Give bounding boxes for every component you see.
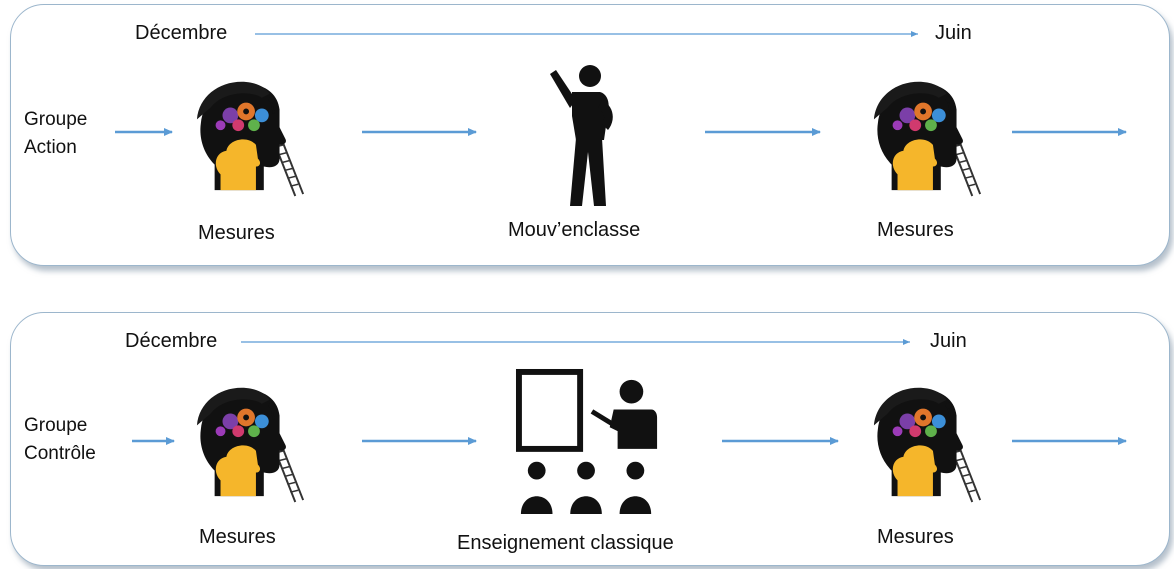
dancing-person-icon bbox=[537, 60, 627, 210]
group-label: Groupe Action bbox=[24, 106, 87, 162]
measure-before-label: Mesures bbox=[198, 222, 275, 244]
brain-gears-head-icon bbox=[193, 80, 311, 198]
timeline-end-label: Juin bbox=[930, 330, 967, 352]
timeline-start-label: Décembre bbox=[135, 22, 228, 44]
group-label-line1: Groupe bbox=[24, 109, 88, 130]
group-label-line1: Groupe bbox=[24, 415, 88, 436]
intervention-label: Mouv’enclasse bbox=[508, 219, 641, 241]
timeline-start-label: Décembre bbox=[125, 330, 218, 352]
timeline-end-label: Juin bbox=[935, 22, 972, 44]
brain-gears-head-icon bbox=[870, 386, 988, 504]
measure-after-label: Mesures bbox=[877, 219, 954, 241]
classroom-teacher-icon bbox=[515, 368, 663, 516]
brain-gears-head-icon bbox=[870, 80, 988, 198]
measure-after-label: Mesures bbox=[877, 526, 954, 548]
group-label: Groupe Contrôle bbox=[24, 412, 96, 468]
brain-gears-head-icon bbox=[193, 386, 311, 504]
group-label-line2: Action bbox=[24, 137, 77, 158]
intervention-label: Enseignement classique bbox=[457, 532, 674, 554]
group-label-line2: Contrôle bbox=[24, 443, 96, 464]
measure-before-label: Mesures bbox=[199, 526, 276, 548]
